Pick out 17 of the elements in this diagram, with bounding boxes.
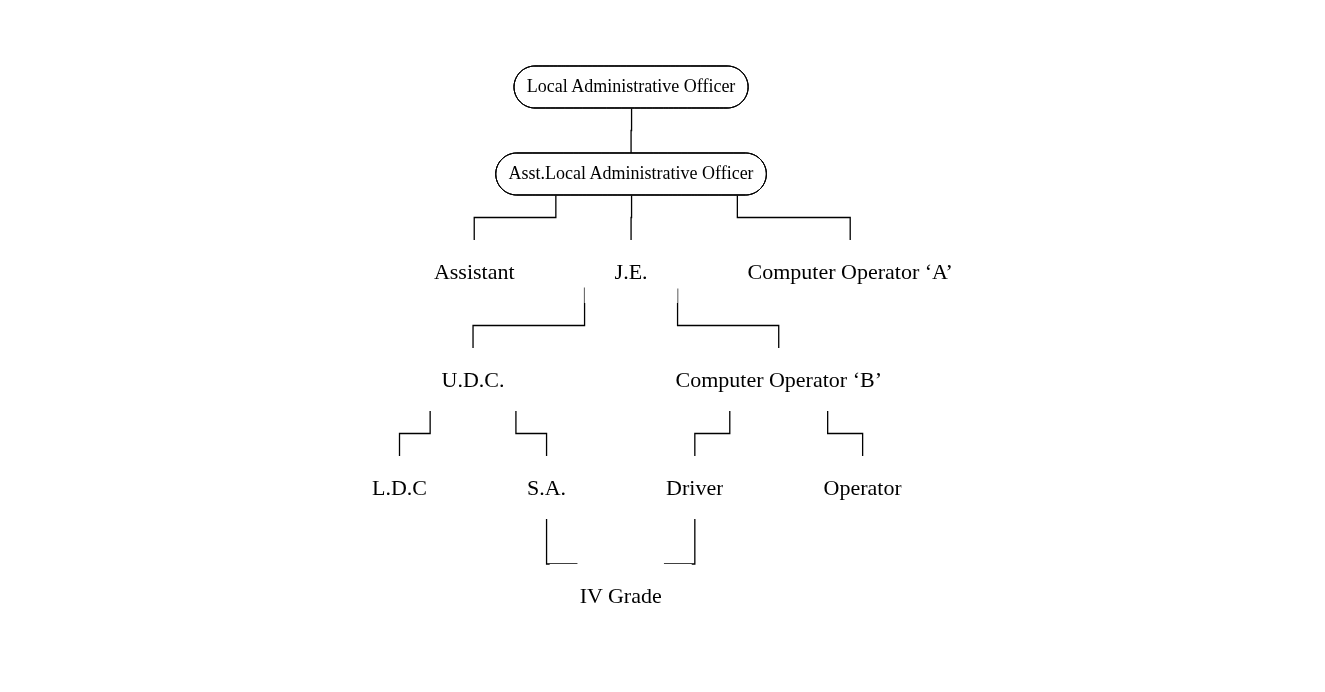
connector [736, 194, 851, 241]
node-text: Computer Operator ‘B’ [675, 366, 883, 392]
connector [515, 409, 548, 457]
node-text: Driver [666, 474, 724, 500]
connector [694, 409, 731, 457]
node-text: IV Grade [579, 582, 662, 608]
node-text: S.A. [527, 474, 567, 500]
node-text: L.D.C [372, 474, 428, 500]
connector [473, 194, 557, 241]
connector [630, 194, 633, 241]
node-text: Computer Operator ‘A’ [747, 258, 953, 284]
connector [827, 409, 864, 457]
node-text: U.D.C. [441, 366, 505, 392]
connector [398, 409, 431, 457]
node-text: Operator [823, 474, 902, 500]
node-text: Assistant [433, 258, 515, 284]
connector [630, 107, 633, 154]
